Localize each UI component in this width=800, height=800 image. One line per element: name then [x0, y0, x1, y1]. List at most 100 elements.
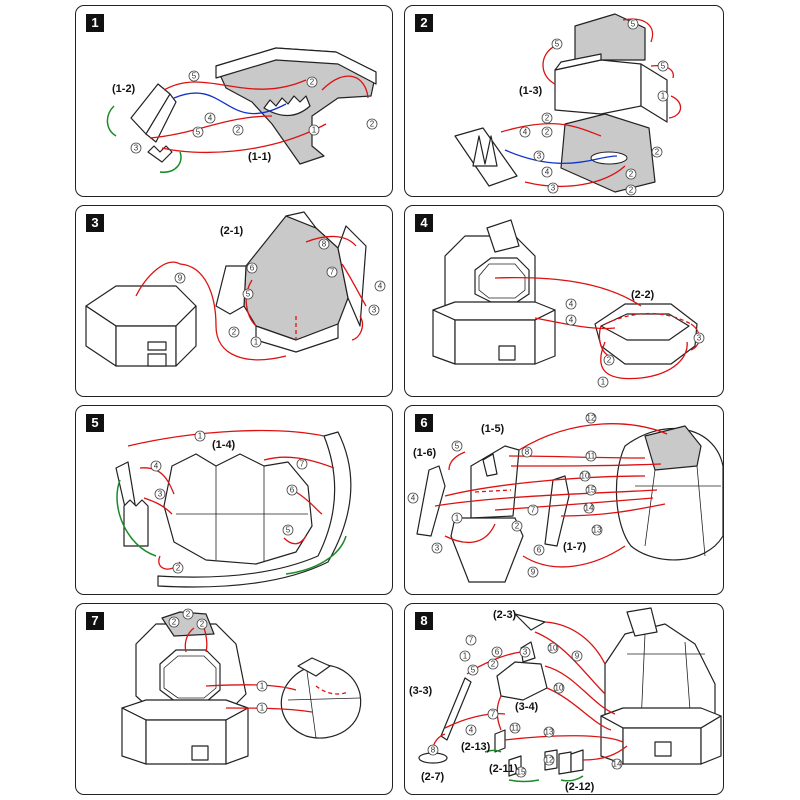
- svg-text:1: 1: [260, 704, 265, 713]
- red-guide-arrow-2: [184, 627, 195, 653]
- step-3-panel: 3 (2-1) 9 8 6 7 5 4 3 2 1: [75, 205, 393, 397]
- red-guide-arrow-7: [263, 456, 335, 469]
- step-marker: 6: [491, 646, 503, 658]
- step-2-badge: 2: [415, 14, 433, 32]
- red-guide-arrow-3: [444, 523, 496, 544]
- step-marker: 2: [541, 112, 553, 124]
- step-marker: 2: [625, 168, 637, 180]
- red-guide-arrow-11: [546, 687, 612, 731]
- red-guide-arrow-5: [163, 79, 307, 91]
- svg-text:4: 4: [208, 114, 213, 123]
- red-guide-arrow-1: [668, 95, 682, 119]
- svg-text:2: 2: [545, 128, 550, 137]
- step-marker: 5: [242, 288, 254, 300]
- svg-text:8: 8: [322, 240, 327, 249]
- svg-text:5: 5: [196, 128, 201, 137]
- red-guide-arrow-2: [321, 75, 369, 99]
- svg-text:15: 15: [517, 768, 526, 777]
- svg-text:7: 7: [300, 460, 305, 469]
- svg-text:9: 9: [178, 274, 183, 283]
- step-marker: 3: [368, 304, 380, 316]
- step-6-illustration: (1-5) (1-6) (1-7) 12 5 8 11 4 10 15 14 7…: [407, 412, 723, 583]
- step-marker: 2: [172, 562, 184, 574]
- green-rotate-arrow: [106, 105, 117, 137]
- red-guide-arrow-2: [598, 325, 610, 357]
- svg-text:6: 6: [537, 546, 542, 555]
- part-label-2-1: (2-1): [220, 225, 244, 237]
- svg-text:3: 3: [435, 544, 440, 553]
- part-small-piece: [454, 127, 518, 187]
- svg-text:10: 10: [555, 684, 564, 693]
- step-marker: 3: [154, 488, 166, 500]
- step-marker: 2: [511, 520, 523, 532]
- svg-text:1: 1: [198, 432, 203, 441]
- step-marker: 8: [521, 446, 533, 458]
- red-guide-arrow-14: [494, 497, 654, 511]
- fold-guide: [474, 489, 512, 493]
- svg-text:3: 3: [134, 144, 139, 153]
- step-marker: 13: [543, 726, 555, 738]
- step-marker: 3: [693, 332, 705, 344]
- step-marker: 4: [374, 280, 386, 292]
- svg-text:1: 1: [254, 338, 259, 347]
- step-marker: 1: [657, 90, 669, 102]
- part-2-2-shape: [594, 303, 698, 365]
- svg-text:15: 15: [587, 486, 596, 495]
- step-marker: 2: [196, 618, 208, 630]
- svg-text:2: 2: [491, 660, 496, 669]
- step-4-panel: 4 (2-2) 4 4 3 2 1: [404, 205, 724, 397]
- red-guide-arrow-4b: [534, 317, 616, 330]
- step-marker: 1: [308, 124, 320, 136]
- step-1-illustration: (1-2) (1-1) 5 2 4 2 1 3 5 2: [106, 47, 378, 173]
- step-marker: 3: [533, 150, 545, 162]
- helmet-body-shape: [615, 425, 723, 561]
- red-guide-arrow-2b: [203, 627, 208, 653]
- step-marker: 2: [232, 124, 244, 136]
- svg-text:10: 10: [581, 472, 590, 481]
- step-marker: 4: [204, 112, 216, 124]
- svg-text:11: 11: [587, 452, 596, 461]
- svg-text:4: 4: [523, 128, 528, 137]
- step-marker: 14: [583, 502, 595, 514]
- svg-text:5: 5: [286, 526, 291, 535]
- svg-text:9: 9: [575, 652, 580, 661]
- red-guide-arrow-10: [444, 475, 646, 497]
- red-guide-arrow-11: [510, 463, 662, 467]
- svg-text:5: 5: [192, 72, 197, 81]
- part-1-4-shape: [115, 431, 352, 588]
- step-marker: 5: [551, 38, 563, 50]
- red-guide-arrow-13: [504, 735, 624, 743]
- step-marker: 2: [651, 146, 663, 158]
- step-marker: 10: [553, 682, 565, 694]
- step-marker: 5: [627, 18, 639, 30]
- green-rotate-arrow-2: [159, 151, 182, 173]
- red-guide-arrow-5: [622, 18, 654, 43]
- step-marker: 15: [585, 484, 597, 496]
- part-label-1-6: (1-6): [413, 447, 437, 459]
- step-marker: 2: [366, 118, 378, 130]
- red-guide-arrow-9: [135, 261, 181, 297]
- fold-guide: [604, 312, 692, 325]
- red-guide-arrow-10b: [544, 665, 616, 715]
- step-marker: 12: [543, 754, 555, 766]
- step-8-panel: 8: [404, 603, 724, 795]
- svg-text:4: 4: [469, 726, 474, 735]
- svg-text:12: 12: [587, 414, 596, 423]
- part-1-6-shape: [416, 465, 446, 537]
- svg-text:2: 2: [186, 610, 191, 619]
- step-marker: 2: [228, 326, 240, 338]
- step-marker: 13: [591, 524, 603, 536]
- step-5-panel: 5 (1-4) 1 4 3 7 6 5 2: [75, 405, 393, 595]
- svg-text:4: 4: [154, 462, 159, 471]
- step-marker: 4: [565, 298, 577, 310]
- step-marker: 5: [657, 60, 669, 72]
- svg-text:1: 1: [312, 126, 317, 135]
- part-1-3-shape: [554, 13, 668, 193]
- red-guide-arrow-4: [139, 467, 175, 495]
- red-guide-arrow-4a: [494, 277, 642, 307]
- fold-guide: [315, 685, 349, 695]
- svg-text:3: 3: [551, 184, 556, 193]
- step-marker: 5: [451, 440, 463, 452]
- step-marker: 1: [451, 512, 463, 524]
- step-1-badge: 1: [86, 14, 104, 32]
